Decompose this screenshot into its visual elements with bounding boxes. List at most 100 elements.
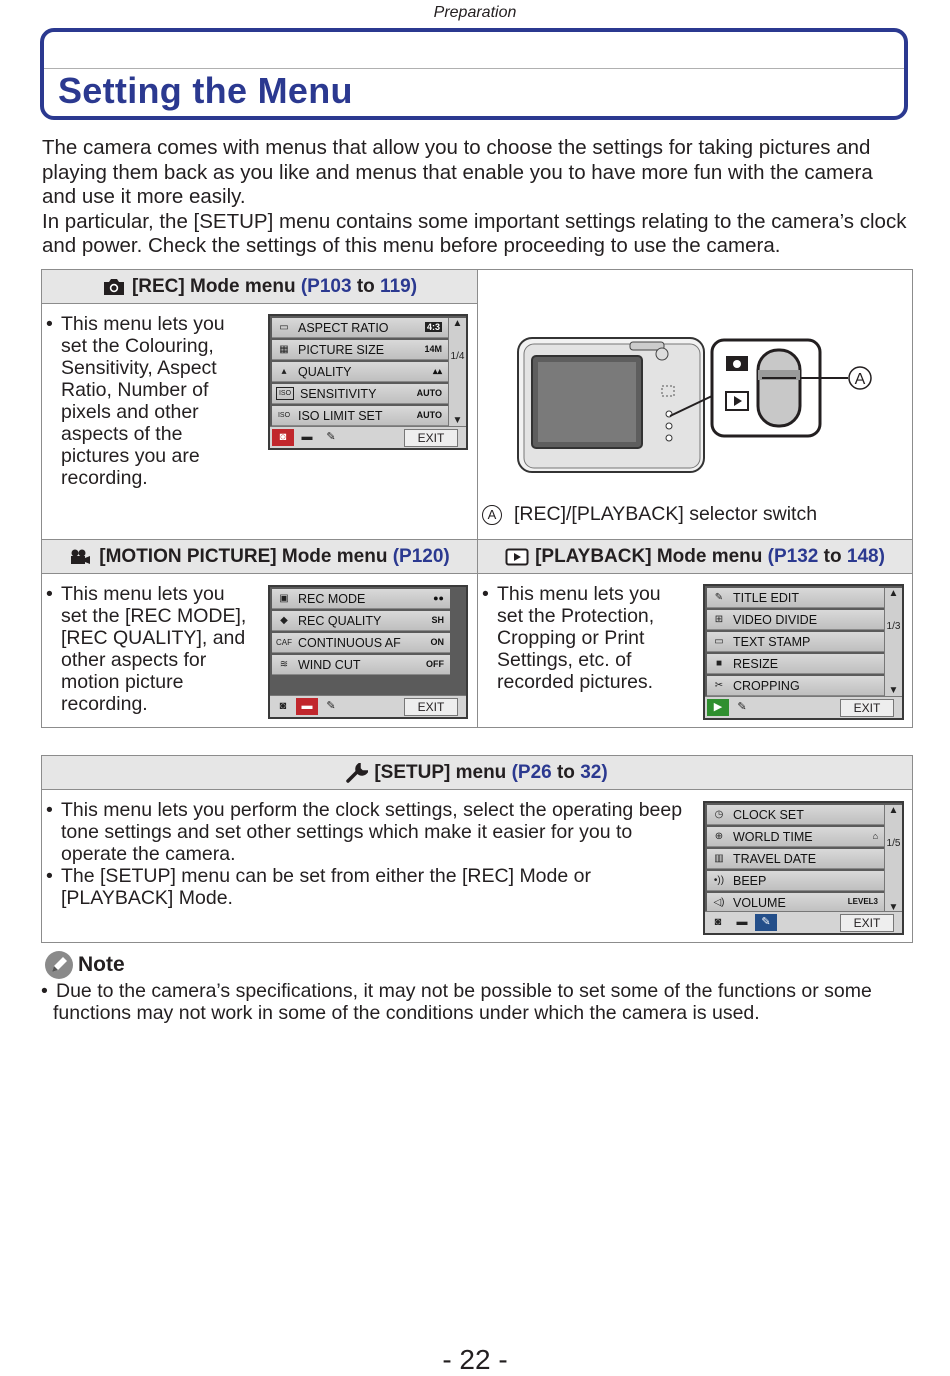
beep-icon: •)) <box>713 875 725 886</box>
rec-open-paren: ( <box>300 275 308 297</box>
playback-menu-header: [PLAYBACK] Mode menu (P132 to 148) <box>478 540 912 574</box>
rec-page-to[interactable]: 119 <box>380 275 411 297</box>
playback-menu-item: ■RESIZE <box>707 654 884 674</box>
playback-page-to[interactable]: 148 <box>846 545 879 567</box>
caption-text: [REC]/[PLAYBACK] selector switch <box>514 503 818 525</box>
playback-open-paren: ( <box>767 545 774 567</box>
setup-tab-camera-icon[interactable]: ◙ <box>714 916 722 928</box>
scroll-up-icon: ▲ <box>452 318 463 329</box>
note-pencil-icon <box>45 951 73 979</box>
scroll-up-icon: ▲ <box>888 805 899 816</box>
rec-page-from[interactable]: P103 <box>307 275 352 297</box>
motion-menu-item: ▣ REC MODE ●● <box>272 589 450 609</box>
intro-paragraph-2: In particular, the [SETUP] menu contains… <box>42 209 907 258</box>
rec-menu-tabs: ◙ ▬ ✎ EXIT <box>270 426 466 448</box>
page-title: Setting the Menu <box>58 70 353 111</box>
playback-scrollbar[interactable]: ▲ 1/3 ▼ <box>884 588 902 696</box>
setup-exit-button[interactable]: EXIT <box>840 914 894 932</box>
playback-tab-setup-icon[interactable]: ✎ <box>737 701 747 713</box>
rec-menu-item-label: ISO LIMIT SET <box>298 408 383 423</box>
setup-to-word: to <box>556 761 575 783</box>
setup-menu-item: ⊕WORLD TIME⌂ <box>707 827 884 847</box>
rec-to-word: to <box>356 275 375 297</box>
setup-bullet-2: The [SETUP] menu can be set from either … <box>46 865 686 909</box>
motion-menu-item-label: REC QUALITY <box>298 613 382 628</box>
rec-menu-item-value: 4:3 <box>424 322 442 332</box>
cropping-icon: ✂ <box>714 680 724 691</box>
quality-value-icon: ▴▴ <box>432 366 442 376</box>
playback-menu-item-label: VIDEO DIVIDE <box>733 612 818 627</box>
note-body: Due to the camera’s specifications, it m… <box>41 980 913 1024</box>
setup-menu-item: ◷CLOCK SET <box>707 805 884 825</box>
motion-description: This menu lets you set the [REC MODE], [… <box>46 583 256 715</box>
volume-icon: ◁) <box>713 897 725 908</box>
motion-tab-motion-icon[interactable]: ▬ <box>296 698 318 715</box>
setup-menu-item-label: WORLD TIME <box>733 829 813 844</box>
table-row-divider <box>41 539 913 540</box>
motion-menu-title: [MOTION PICTURE] Mode menu <box>99 545 388 567</box>
rec-scrollbar[interactable]: ▲ 1/4 ▼ <box>448 318 466 426</box>
rec-menu-title: [REC] Mode menu <box>131 275 296 297</box>
setup-tab-setup-icon[interactable]: ✎ <box>755 914 777 931</box>
scroll-down-icon: ▼ <box>452 415 463 426</box>
setup-menu-header: [SETUP] menu (P26 to 32) <box>42 756 912 790</box>
setup-close-paren: ) <box>601 761 608 783</box>
motion-open-paren: ( <box>392 545 400 567</box>
setup-menu-item-value: LEVEL3 <box>847 897 878 906</box>
picture-size-icon: ▦ <box>279 344 289 355</box>
playback-tab-play-icon[interactable]: ▶ <box>707 699 729 716</box>
setup-scrollbar[interactable]: ▲ 1/5 ▼ <box>884 805 902 913</box>
setup-page-from[interactable]: P26 <box>517 761 552 783</box>
motion-tab-setup-icon[interactable]: ✎ <box>326 700 336 712</box>
wind-cut-icon: ≋ <box>279 659 289 670</box>
setup-page-to[interactable]: 32 <box>580 761 602 783</box>
title-box: Setting the Menu <box>40 28 908 120</box>
text-stamp-icon: ▭ <box>714 636 724 647</box>
setup-page-indicator: 1/5 <box>886 838 901 849</box>
motion-menu-item: ≋ WIND CUT OFF <box>272 655 450 675</box>
setup-bullet-1: This menu lets you perform the clock set… <box>46 799 686 865</box>
playback-menu-item: ✂CROPPING <box>707 676 884 696</box>
intro-text: The camera comes with menus that allow y… <box>42 136 912 259</box>
caption-marker: A <box>482 504 502 525</box>
rec-mode-icon: ▣ <box>279 593 289 604</box>
playback-page-from[interactable]: P132 <box>774 545 819 567</box>
rec-tab-camera-icon[interactable]: ◙ <box>272 429 294 446</box>
rec-description: This menu lets you set the Colouring, Se… <box>46 313 246 489</box>
continuous-af-icon: CAF <box>276 638 292 647</box>
rec-menu-item-label: PICTURE SIZE <box>298 342 385 357</box>
motion-tab-camera-icon[interactable]: ◙ <box>279 700 287 712</box>
aspect-ratio-icon: ▭ <box>279 322 289 333</box>
rec-tab-setup-icon[interactable]: ✎ <box>326 431 336 443</box>
rec-menu-item-label: ASPECT RATIO <box>298 320 389 335</box>
motion-menu-item-value: OFF <box>426 659 444 669</box>
camera-caption: A [REC]/[PLAYBACK] selector switch <box>482 503 817 526</box>
rec-exit-button[interactable]: EXIT <box>404 429 458 447</box>
motion-menu-item-label: WIND CUT <box>298 657 361 672</box>
video-divide-icon: ⊞ <box>714 614 724 625</box>
travel-date-icon: ▥ <box>714 853 724 864</box>
motion-exit-button[interactable]: EXIT <box>404 698 458 716</box>
resize-icon: ■ <box>715 658 723 669</box>
playback-description: This menu lets you set the Protection, C… <box>482 583 692 693</box>
camera-icon <box>103 278 124 295</box>
motion-menu-header: [MOTION PICTURE] Mode menu (P120) <box>42 540 477 574</box>
playback-exit-button[interactable]: EXIT <box>840 699 894 717</box>
motion-menu-item-label: REC MODE <box>298 591 366 606</box>
rec-mode-value-icon: ●● <box>433 593 444 603</box>
scroll-up-icon: ▲ <box>888 588 899 599</box>
rec-quality-icon: ◆ <box>280 615 288 626</box>
setup-tab-motion-icon[interactable]: ▬ <box>736 916 748 928</box>
rec-close-paren: ) <box>410 275 418 297</box>
rec-tab-motion-icon[interactable]: ▬ <box>301 431 313 443</box>
rec-menu-item: ▭ ASPECT RATIO 4:3 <box>272 318 448 338</box>
setup-menu-tabs: ◙ ▬ ✎ EXIT <box>705 911 902 933</box>
camera-marker-label: A <box>855 371 866 388</box>
motion-page-ref[interactable]: P120 <box>399 545 444 567</box>
